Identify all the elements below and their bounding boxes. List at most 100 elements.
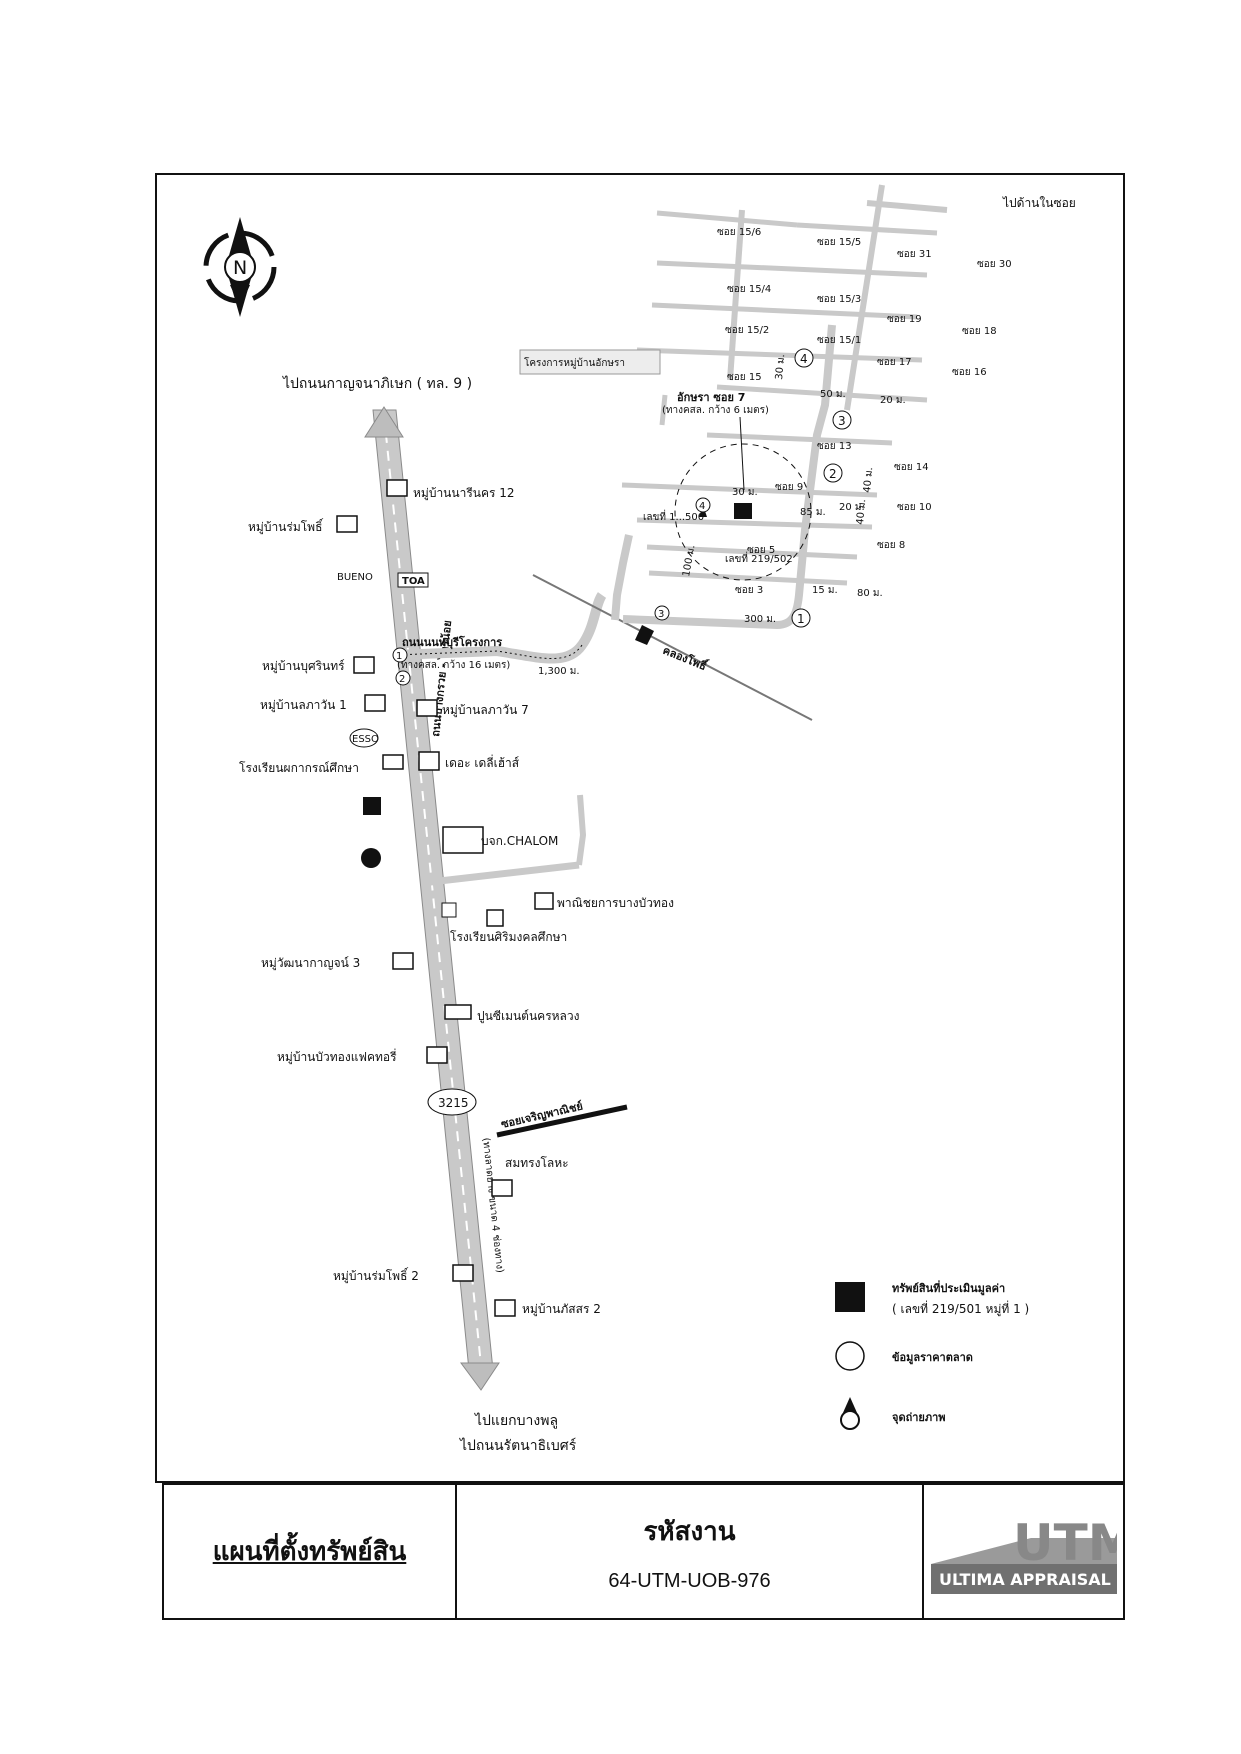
main-road-label-lower: (ทางลาดยาง ขนาด 4 ช่องทาง) xyxy=(480,1137,505,1273)
aksara-soi-label: อักษรา ซอย 7 xyxy=(677,391,745,404)
school-icon xyxy=(382,754,404,770)
svg-text:15 ม.: 15 ม. xyxy=(812,585,838,596)
house-icon xyxy=(392,952,414,970)
photo-point-icon: 4 xyxy=(695,497,711,517)
svg-text:ซอย 15/1: ซอย 15/1 xyxy=(817,335,861,346)
side-road xyxy=(394,592,628,1138)
house-number-right: เลขที่ 219/502 xyxy=(725,551,793,565)
svg-text:ซอย 16: ซอย 16 xyxy=(952,367,987,378)
svg-text:ESSO: ESSO xyxy=(352,734,379,745)
svg-text:ซอย 30: ซอย 30 xyxy=(977,259,1012,270)
svg-text:ซอย 10: ซอย 10 xyxy=(897,502,932,513)
svg-text:ซอย 8: ซอย 8 xyxy=(877,540,905,551)
legend-market-icon xyxy=(835,1341,865,1371)
house-icon xyxy=(364,694,386,712)
svg-text:ซอย 13: ซอย 13 xyxy=(817,441,852,452)
svg-text:80 ม.: 80 ม. xyxy=(857,588,883,599)
house-icon xyxy=(452,1264,474,1282)
gas-station-icon xyxy=(363,797,381,815)
svg-text:1: 1 xyxy=(797,612,805,626)
svg-text:ซอย 18: ซอย 18 xyxy=(962,326,997,337)
house-icon xyxy=(494,1299,516,1317)
landmark-labels: หมู่บ้านนารีนคร 12 หมู่บ้านร่มโพธิ์ หมู่… xyxy=(239,486,674,1317)
svg-text:หมู่บ้านร่มโพธิ์: หมู่บ้านร่มโพธิ์ xyxy=(248,518,324,535)
svg-text:หมู่วัฒนากาญจน์ 3: หมู่วัฒนากาญจน์ 3 xyxy=(261,956,360,971)
svg-text:4: 4 xyxy=(699,501,705,512)
north-letter: N xyxy=(233,257,247,279)
svg-text:ซอย 15: ซอย 15 xyxy=(727,372,762,383)
map-title: แผนที่ตั้งทรัพย์สิน xyxy=(212,1537,407,1567)
svg-text:100 ม.: 100 ม. xyxy=(681,544,697,577)
legend-market: ข้อมูลราคาตลาด xyxy=(892,1351,973,1365)
map-title-cell: แผนที่ตั้งทรัพย์สิน xyxy=(164,1485,457,1618)
subject-property-icon xyxy=(734,503,752,519)
svg-text:โรงเรียนศิริมงคลศึกษา: โรงเรียนศิริมงคลศึกษา xyxy=(450,930,567,944)
svg-text:หมู่บ้านร่มโพธิ์ 2: หมู่บ้านร่มโพธิ์ 2 xyxy=(333,1267,419,1284)
svg-text:3: 3 xyxy=(658,609,664,620)
legend-subject-note: ( เลขที่ 219/501 หมู่ที่ 1 ) xyxy=(892,1300,1029,1317)
main-road xyxy=(364,406,500,1391)
photo-point-icon: 3 xyxy=(654,605,670,621)
side-road-label: ถนนนนทบุรีโครงการ xyxy=(402,635,502,650)
house-icon xyxy=(336,515,358,533)
svg-text:85 ม.: 85 ม. xyxy=(800,507,826,518)
svg-text:ซอย 15/2: ซอย 15/2 xyxy=(725,325,769,336)
market-marker: 1 xyxy=(791,608,811,628)
svg-text:40 ม.: 40 ม. xyxy=(855,499,868,526)
location-map: N ถนนบางกรวย - ไทรน้อย (ทางลาดยาง ขนาด 4… xyxy=(203,184,1076,1454)
svg-text:ซอย 15/3: ซอย 15/3 xyxy=(817,294,861,305)
esso-logo xyxy=(349,728,379,748)
legend-subject: ทรัพย์สินที่ประเมินมูลค่า xyxy=(892,1280,1005,1296)
side-road-note: (ทางคสล. กว้าง 16 เมตร) xyxy=(397,659,510,671)
seven-eleven-icon xyxy=(441,902,457,918)
market-marker: 3 xyxy=(832,410,852,430)
soi-labels: ซอย 15/6 ซอย 15/5 ซอย 31 ซอย 30 ซอย 15/4… xyxy=(717,227,1012,596)
svg-text:TOA: TOA xyxy=(402,576,425,587)
house-icon xyxy=(353,656,375,674)
route-number-badge: 3215 xyxy=(427,1088,477,1116)
house-number-left: เลขที่ 1...500 xyxy=(643,509,704,523)
svg-text:ซอย 14: ซอย 14 xyxy=(894,462,929,473)
svg-text:300 ม.: 300 ม. xyxy=(744,614,776,625)
photo-point-icon: 2 xyxy=(395,670,411,686)
svg-text:หมู่บ้านบุศรินทร์: หมู่บ้านบุศรินทร์ xyxy=(262,659,345,674)
svg-text:ซอย 3: ซอย 3 xyxy=(735,585,763,596)
legend: ทรัพย์สินที่ประเมินมูลค่า ( เลขที่ 219/5… xyxy=(835,1280,1029,1430)
bottom-direction-2: ไปถนนรัตนาธิเบศร์ xyxy=(459,1437,577,1454)
svg-text:ซอย 15/4: ซอย 15/4 xyxy=(727,284,771,295)
svg-text:บจก.CHALOM: บจก.CHALOM xyxy=(481,834,558,848)
svg-text:หมู่บ้านภัสสร 2: หมู่บ้านภัสสร 2 xyxy=(522,1302,601,1317)
north-arrow-icon: N xyxy=(203,217,277,317)
svg-text:2: 2 xyxy=(829,467,837,481)
svg-text:30 ม.: 30 ม. xyxy=(774,354,787,381)
svg-text:พาณิชยการบางบัวทอง: พาณิชยการบางบัวทอง xyxy=(557,896,674,910)
top-right-direction: ไปด้านในซอย xyxy=(1002,196,1076,210)
office-icon xyxy=(442,826,484,854)
route-number: 3215 xyxy=(438,1096,469,1110)
project-label: โครงการหมู่บ้านอักษรา xyxy=(524,356,625,369)
svg-text:โรงเรียนผกากรณ์ศึกษา: โรงเรียนผกากรณ์ศึกษา xyxy=(239,761,359,775)
ptt-icon xyxy=(361,848,381,868)
svg-text:1: 1 xyxy=(396,651,402,662)
house-icon xyxy=(416,699,438,717)
job-code-cell: รหัสงาน 64-UTM-UOB-976 xyxy=(457,1485,924,1618)
svg-text:ซอย 15/6: ซอย 15/6 xyxy=(717,227,761,238)
legend-photo-icon xyxy=(840,1397,860,1430)
svg-text:3: 3 xyxy=(838,414,846,428)
house-icon xyxy=(386,479,408,497)
logo-subtext: ULTIMA APPRAISAL xyxy=(939,1570,1111,1589)
side-distance: 1,300 ม. xyxy=(538,666,580,677)
college-icon xyxy=(534,892,554,910)
legend-subject-swatch xyxy=(835,1282,865,1312)
map-frame: N ถนนบางกรวย - ไทรน้อย (ทางลาดยาง ขนาด 4… xyxy=(155,173,1125,1483)
svg-text:BUENO: BUENO xyxy=(337,572,373,583)
photo-point-icon: 1 xyxy=(392,647,408,663)
svg-text:หมู่บ้านลภาวัน 7: หมู่บ้านลภาวัน 7 xyxy=(442,703,529,718)
svg-text:ซอย 15/5: ซอย 15/5 xyxy=(817,237,861,248)
top-left-direction: ไปถนนกาญจนาภิเษก ( ทล. 9 ) xyxy=(282,375,472,392)
bottom-direction-1: ไปแยกบางพลู xyxy=(474,1412,558,1429)
logo-cell: UTM ULTIMA APPRAISAL xyxy=(924,1485,1123,1618)
factory-icon xyxy=(444,1004,472,1020)
svg-text:เดอะ เดลี่เฮ้าส์: เดอะ เดลี่เฮ้าส์ xyxy=(445,754,520,770)
building-icon xyxy=(491,1179,513,1197)
